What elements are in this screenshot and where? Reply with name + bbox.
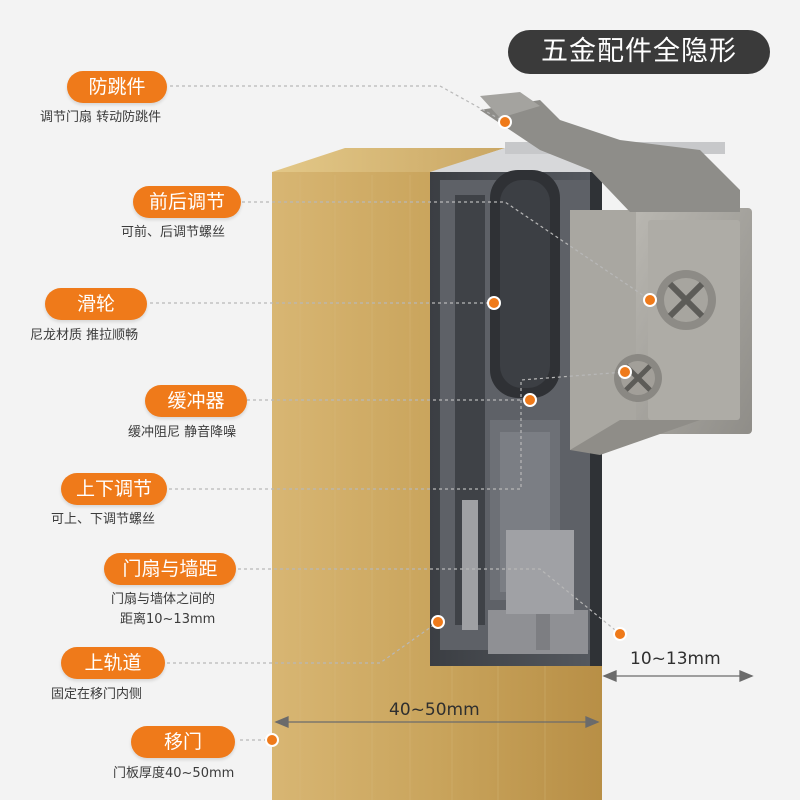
gap-dimension-label: 10~13mm xyxy=(630,649,721,669)
desc-sliding-door: 门板厚度40~50mm xyxy=(113,766,235,781)
page-title: 五金配件全隐形 xyxy=(508,30,770,74)
desc-top-rail: 固定在移门内侧 xyxy=(51,687,143,702)
tag-damper: 缓冲器 xyxy=(145,385,247,417)
hanging-bracket xyxy=(480,92,752,455)
tag-top-rail: 上轨道 xyxy=(61,647,165,679)
door-thickness-label: 40~50mm xyxy=(389,700,480,720)
tag-wheel: 滑轮 xyxy=(45,288,147,320)
desc-front-back-adjust: 可前、后调节螺丝 xyxy=(121,225,226,240)
desc-anti-jump: 调节门扇 转动防跳件 xyxy=(40,110,162,125)
desc-wheel: 尼龙材质 推拉顺畅 xyxy=(30,328,139,343)
nylon-wheel xyxy=(490,170,560,398)
leader-lines xyxy=(150,85,651,741)
front-back-adjust-screw xyxy=(656,270,716,330)
tag-front-back-adjust: 前后调节 xyxy=(133,186,241,218)
desc-up-down-adjust: 可上、下调节螺丝 xyxy=(51,512,156,527)
dimension-arrows xyxy=(274,670,754,728)
lower-guide-block xyxy=(462,500,588,654)
tag-up-down-adjust: 上下调节 xyxy=(61,473,167,505)
tag-anti-jump: 防跳件 xyxy=(67,71,167,103)
hotspot-dots xyxy=(265,115,657,747)
tag-wall-gap: 门扇与墙距 xyxy=(104,553,236,585)
desc-wall-gap-line2: 距离10~13mm xyxy=(120,612,216,627)
desc-damper: 缓冲阻尼 静音降噪 xyxy=(128,425,237,440)
desc-wall-gap-line1: 门扇与墙体之间的 xyxy=(111,592,216,607)
tag-sliding-door: 移门 xyxy=(131,726,235,758)
up-down-adjust-screw xyxy=(614,354,662,402)
